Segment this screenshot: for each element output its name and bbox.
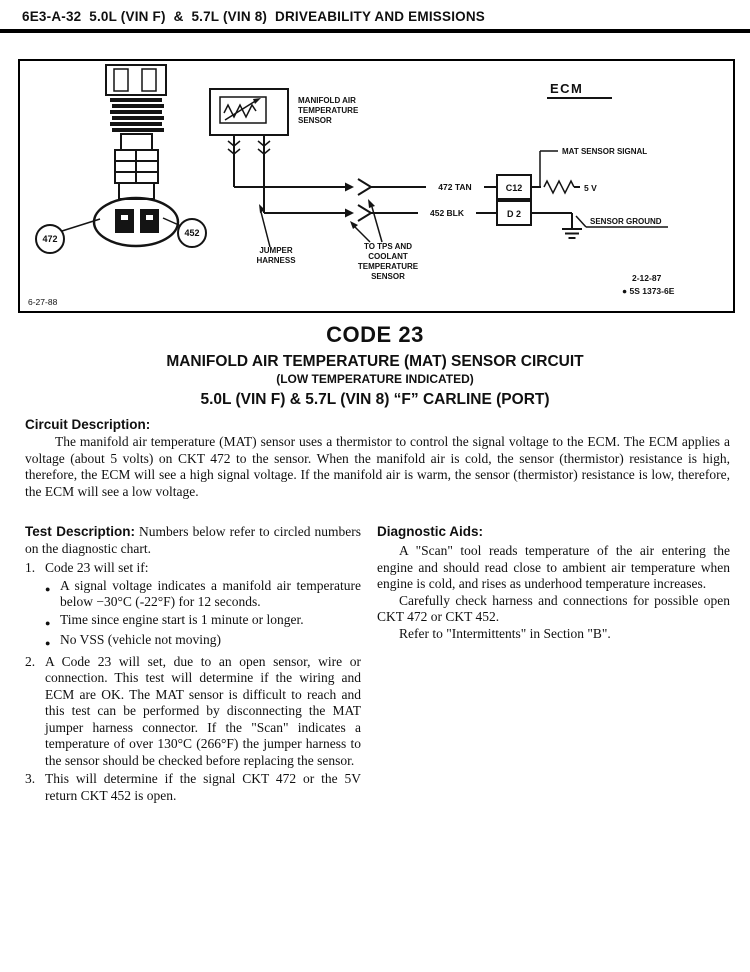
to-tps-arrow-line-2	[371, 206, 383, 243]
ecm-ground-path	[531, 212, 668, 239]
wire-bottom-label-backing	[418, 205, 476, 219]
terminal-452-label: 452	[184, 228, 199, 238]
diagnostic-aids-paragraph-1: A "Scan" tool reads temperature of the a…	[377, 543, 730, 591]
test-step-3-text: This will determine if the signal CKT 47…	[45, 771, 361, 803]
to-tps-arrowhead-2	[368, 199, 375, 208]
terminal-472-label: 472	[42, 234, 57, 244]
circuit-description-heading: Circuit Description:	[25, 417, 151, 432]
lead-break-marks	[227, 140, 271, 155]
two-column-area: Test Description: Numbers below refer to…	[25, 524, 730, 804]
test-description-intro: Test Description: Numbers below refer to…	[25, 524, 361, 557]
circuit-title: MANIFOLD AIR TEMPERATURE (MAT) SENSOR CI…	[166, 353, 584, 370]
mat-sensor-label-line2: TEMPERATURE	[298, 106, 359, 115]
test-step-1-bullet-1-text: A signal voltage indicates a manifold ai…	[60, 577, 361, 610]
test-step-2: 2. A Code 23 will set, due to an open se…	[25, 654, 361, 770]
bullet-icon: ●	[45, 617, 51, 628]
diagram-date-right: 2-12-87	[632, 273, 662, 283]
to-tps-label-line4: SENSOR	[371, 272, 405, 281]
test-step-3-number: 3.	[25, 771, 36, 786]
sensor-ground-label: SENSOR GROUND	[590, 217, 662, 226]
test-step-2-number: 2.	[25, 653, 36, 669]
thermistor-arrowhead	[253, 98, 261, 104]
mat-sensor-signal-label: MAT SENSOR SIGNAL	[562, 147, 647, 156]
pin-d2-label: D 2	[507, 209, 521, 219]
diagnostic-aids-paragraph-2: Carefully check harness and connections …	[377, 592, 730, 625]
test-step-1-bullet-1: ● A signal voltage indicates a manifold …	[25, 578, 361, 611]
jumper-arrowhead	[259, 204, 265, 213]
wire-472-tan-label: 472 TAN	[438, 182, 471, 192]
title-block: CODE 23 MANIFOLD AIR TEMPERATURE (MAT) S…	[0, 322, 750, 409]
circuit-description-body: The manifold air temperature (MAT) senso…	[25, 434, 730, 499]
test-description-heading: Test Description:	[25, 524, 135, 539]
carline-title: 5.0L (VIN F) & 5.7L (VIN 8) “F” CARLINE …	[200, 391, 550, 408]
low-temperature-subtitle: (LOW TEMPERATURE INDICATED)	[276, 372, 474, 386]
page-header: 6E3-A-32 5.0L (VIN F) & 5.7L (VIN 8) DRI…	[0, 0, 750, 33]
pin-c12-label: C12	[506, 183, 523, 193]
mat-sensor-symbol	[209, 88, 289, 136]
sensor-threaded-section	[110, 98, 164, 132]
circuit-description-section: Circuit Description: The manifold air te…	[25, 417, 730, 500]
test-step-1: 1. Code 23 will set if:	[25, 560, 361, 577]
jumper-label-line2: HARNESS	[256, 256, 296, 265]
wire-452-blk-label: 452 BLK	[430, 208, 465, 218]
code-title: CODE 23	[326, 322, 424, 347]
test-step-1-bullet-3: ● No VSS (vehicle not moving)	[25, 632, 361, 652]
circuit-diagram-frame: 472 452 MANIFOLD AIR TEMPERATURE SENSOR	[18, 59, 735, 313]
sensor-body	[92, 133, 180, 248]
diagnostic-aids-heading: Diagnostic Aids:	[377, 524, 484, 539]
bullet-icon: ●	[45, 638, 51, 648]
to-tps-label-line3: TEMPERATURE	[358, 262, 419, 271]
diagram-date-left: 6-27-88	[28, 297, 58, 307]
terminal-callouts	[35, 217, 207, 254]
test-step-1-bullet-2: ● Time since engine start is 1 minute or…	[25, 612, 361, 632]
mat-sensor-circuit-svg: 472 452 MANIFOLD AIR TEMPERATURE SENSOR	[28, 64, 675, 307]
test-description-intro-text: Numbers below refer to circled numbers o…	[25, 524, 361, 556]
mat-sensor-illustration	[105, 64, 167, 96]
diagnostic-aids-column: Diagnostic Aids: A "Scan" tool reads tem…	[377, 524, 730, 804]
test-step-1-bullet-2-text: Time since engine start is 1 minute or l…	[60, 611, 304, 627]
wire-bottom-arrowhead	[345, 208, 354, 218]
diagram-ref-number: ● 5S 1373-6E	[622, 286, 675, 296]
test-description-column: Test Description: Numbers below refer to…	[25, 524, 361, 804]
sensor-leads	[233, 135, 265, 213]
test-step-2-text: A Code 23 will set, due to an open senso…	[45, 653, 361, 768]
ecm-signal-path	[531, 150, 580, 195]
test-step-1-number: 1.	[25, 560, 36, 575]
jumper-label-line1: JUMPER	[259, 246, 293, 255]
ecm-label: ECM	[550, 81, 583, 96]
to-tps-label-line2: COOLANT	[368, 252, 408, 261]
test-step-3: 3. This will determine if the signal CKT…	[25, 771, 361, 804]
to-tps-arrowhead-1	[350, 221, 358, 229]
wire-top-arrowhead	[345, 182, 354, 192]
diagnostic-aids-paragraph-3: Refer to "Intermittents" in Section "B".	[399, 625, 611, 641]
test-step-1-text: Code 23 will set if:	[45, 560, 149, 575]
wire-top-label-backing	[426, 179, 484, 193]
mat-sensor-label-line1: MANIFOLD AIR	[298, 96, 356, 105]
to-tps-label-line1: TO TPS AND	[364, 242, 412, 251]
mat-sensor-label-line3: SENSOR	[298, 116, 332, 125]
jumper-arrow-line	[260, 211, 271, 248]
five-volt-label: 5 V	[584, 183, 597, 193]
page-header-text: 6E3-A-32 5.0L (VIN F) & 5.7L (VIN 8) DRI…	[22, 9, 485, 24]
bullet-icon: ●	[45, 583, 51, 594]
to-tps-arrow-line-1	[354, 226, 371, 243]
sensor-terminals	[115, 209, 159, 233]
test-step-1-bullet-3-text: No VSS (vehicle not moving)	[60, 632, 221, 647]
